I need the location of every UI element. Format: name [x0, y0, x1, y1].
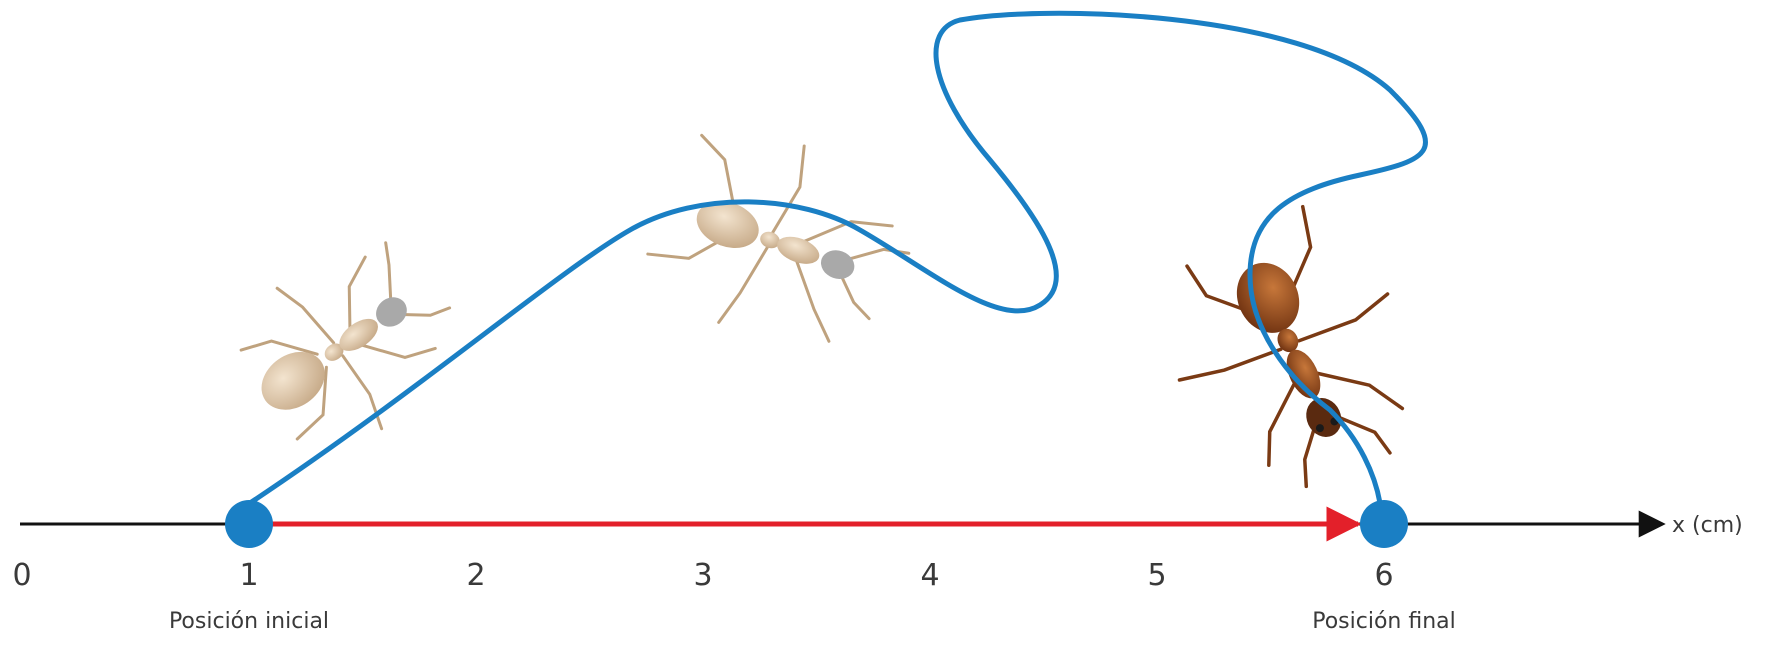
tick-labels: 0 1 2 3 4 5 6	[12, 558, 1393, 593]
final-position-caption: Posición final	[1312, 609, 1456, 634]
initial-position-caption: Posición inicial	[169, 609, 329, 634]
ant-middle-illustration	[634, 108, 931, 375]
tick-label-2: 2	[466, 558, 485, 593]
x-axis-label: x (cm)	[1672, 513, 1743, 538]
tick-label-6: 6	[1374, 558, 1393, 593]
tick-label-5: 5	[1147, 558, 1166, 593]
tick-label-4: 4	[920, 558, 939, 593]
initial-position-marker	[225, 500, 273, 548]
tick-label-3: 3	[693, 558, 712, 593]
tick-label-0: 0	[12, 558, 31, 593]
final-position-marker	[1360, 500, 1408, 548]
tick-label-1: 1	[239, 558, 258, 593]
ant-end-illustration	[1135, 190, 1449, 521]
